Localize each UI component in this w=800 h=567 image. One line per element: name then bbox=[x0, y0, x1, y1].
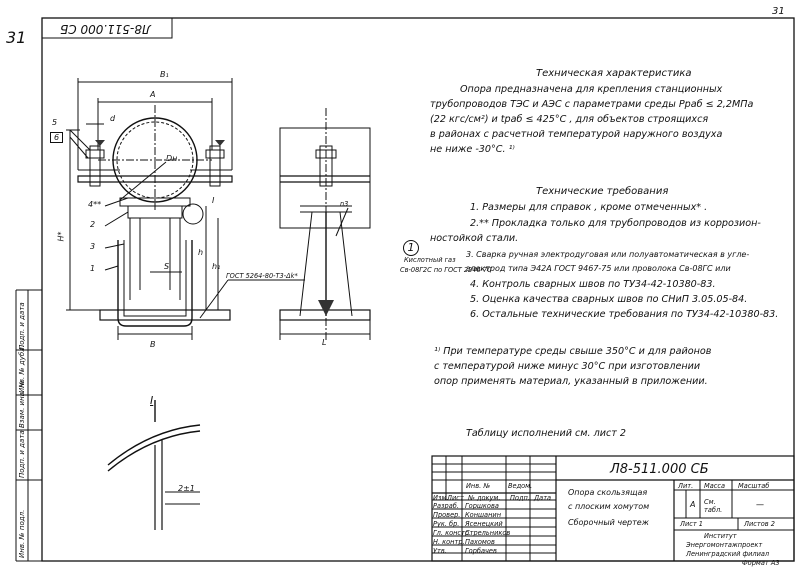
role-approved: Утв. bbox=[433, 547, 447, 555]
label-a: A bbox=[150, 90, 156, 99]
tech-req-item-6: 6. Остальные технические требования по Т… bbox=[470, 309, 779, 320]
person-developed: Горшкова bbox=[465, 502, 499, 510]
title-mass-header: Масса bbox=[704, 482, 726, 490]
person-approved: Горбачев bbox=[465, 547, 497, 555]
label-h1: h₁ bbox=[212, 262, 221, 271]
col-header-list: Лист bbox=[447, 494, 464, 502]
tech-char-line-5: не ниже -30°С. ¹⁾ bbox=[430, 144, 515, 155]
label-5: 5 bbox=[52, 118, 58, 127]
tech-req-item-3-cont: электрод типа Э42А ГОСТ 9467-75 или пров… bbox=[466, 264, 731, 273]
tech-req-title: Технические требования bbox=[536, 186, 669, 197]
label-b: B bbox=[150, 340, 156, 349]
role-checked: Провер. bbox=[433, 511, 461, 519]
tech-req-item-3: 3. Сварка ручная электродуговая или полу… bbox=[466, 250, 750, 259]
tech-req-item-2-cont: ностойкой стали. bbox=[430, 233, 519, 244]
label-detail-i: I bbox=[150, 394, 154, 407]
role-chief-designer: Гл. констр. bbox=[433, 529, 472, 537]
title-doc-number: Л8-511.000 СБ bbox=[610, 462, 709, 477]
footnote-line-2: с температурой ниже минус 30°С при изгот… bbox=[434, 361, 701, 372]
person-chief-designer: Стрельников bbox=[465, 529, 511, 537]
table-reference: Таблицу исполнений см. лист 2 bbox=[466, 428, 627, 439]
tech-req-item-2: 2.** Прокладка только для трубопроводов … bbox=[470, 218, 761, 229]
title-org-2: Энергомонтажпроект bbox=[686, 541, 763, 549]
margin-note-1: Кислотный газ bbox=[404, 256, 456, 264]
title-block-grid bbox=[431, 455, 795, 562]
stamp-signature-date-1: Подп. и дата bbox=[18, 302, 26, 350]
tech-char-line-1: Опора предназначена для крепления станци… bbox=[460, 84, 723, 95]
title-top-label-inv: Инв. № bbox=[466, 482, 491, 490]
label-6: 6 bbox=[50, 132, 64, 143]
tech-char-line-2: трубопроводов ТЭС и АЭС с параметрами ср… bbox=[430, 99, 754, 110]
footnote-line-3: опор применять материал, указанный в при… bbox=[434, 376, 708, 387]
label-section-i: I bbox=[212, 196, 215, 205]
label-l: L bbox=[322, 338, 327, 347]
col-header-sign: Подп. bbox=[510, 494, 530, 502]
label-gap: 2±1 bbox=[178, 484, 195, 493]
person-norm-control: Пахомов bbox=[465, 538, 495, 546]
label-2: 2 bbox=[90, 220, 96, 229]
circle-mark: 1 bbox=[403, 240, 419, 256]
title-scale-value: — bbox=[756, 500, 764, 509]
tech-char-title: Техническая характеристика bbox=[536, 68, 692, 79]
tech-req-item-1: 1. Размеры для справок , кроме отмеченны… bbox=[470, 202, 708, 213]
stamp-replace-inv: Взам. инв. № bbox=[18, 380, 26, 428]
title-sheet: Лист 1 bbox=[680, 520, 704, 528]
role-developed: Разраб. bbox=[433, 502, 459, 510]
title-mass-value: См. табл. bbox=[704, 498, 723, 514]
title-org-3: Ленинградский филиал bbox=[686, 550, 770, 558]
label-s: S bbox=[164, 262, 170, 271]
tech-req-item-4: 4. Контроль сварных швов по ТУ34-42-1038… bbox=[470, 279, 716, 290]
label-h-star: H* bbox=[56, 231, 66, 242]
footnote-line-1: ¹⁾ При температуре среды свыше 350°С и д… bbox=[434, 346, 712, 357]
page-number-right: 31 bbox=[772, 6, 785, 17]
person-team-lead: Ясенецкий bbox=[465, 520, 503, 528]
title-sheets: Листов 2 bbox=[744, 520, 775, 528]
label-h: h bbox=[198, 248, 204, 257]
col-header-doc: № докум. bbox=[468, 494, 501, 502]
label-b1: B₁ bbox=[160, 70, 169, 79]
code-box bbox=[41, 17, 173, 39]
role-norm-control: Н. контр. bbox=[433, 538, 465, 546]
title-name-2: с плоским хомутом bbox=[568, 502, 650, 511]
title-lit-header: Лит. bbox=[678, 482, 694, 490]
tech-char-line-4: в районах с расчетной температурой наруж… bbox=[430, 129, 723, 140]
label-gost-weld: ГОСТ 5264-80-Т3-Δk* bbox=[226, 272, 298, 280]
col-header-date: Дата bbox=[534, 494, 552, 502]
label-n3: n3 bbox=[340, 200, 349, 208]
title-org-1: Институт bbox=[704, 532, 737, 540]
rotated-doc-code: Л8-511.000 СБ bbox=[60, 22, 152, 36]
label-3: 3 bbox=[90, 242, 96, 251]
title-format: Формат А3 bbox=[742, 559, 780, 567]
title-name-3: Сборочный чертеж bbox=[568, 518, 649, 527]
title-scale-header: Масштаб bbox=[738, 482, 770, 490]
tech-req-item-5: 5. Оценка качества сварных швов по СНиП … bbox=[470, 294, 748, 305]
margin-note-2: Св-08Г2С по ГОСТ 2246-70 bbox=[400, 266, 492, 274]
label-1: 1 bbox=[90, 264, 96, 273]
stamp-original-inv: Инв. № подл. bbox=[18, 509, 26, 558]
person-checked: Коншанин bbox=[465, 511, 502, 519]
title-name-1: Опора скользящая bbox=[568, 488, 648, 497]
role-team-lead: Рук. бр. bbox=[433, 520, 460, 528]
title-lit-value: А bbox=[690, 500, 696, 509]
col-header-izm: Изм. bbox=[433, 494, 449, 502]
title-top-label-ved: Ведом. bbox=[508, 482, 533, 490]
stamp-signature-date-2: Подп. и дата bbox=[18, 430, 26, 478]
tech-char-line-3: (22 кгс/см²) и tраб ≤ 425°С , для объект… bbox=[430, 114, 709, 125]
label-d: d bbox=[110, 114, 116, 123]
label-dn: Dн bbox=[166, 154, 178, 163]
label-4: 4** bbox=[88, 200, 102, 209]
page-number-left: 31 bbox=[6, 28, 27, 47]
